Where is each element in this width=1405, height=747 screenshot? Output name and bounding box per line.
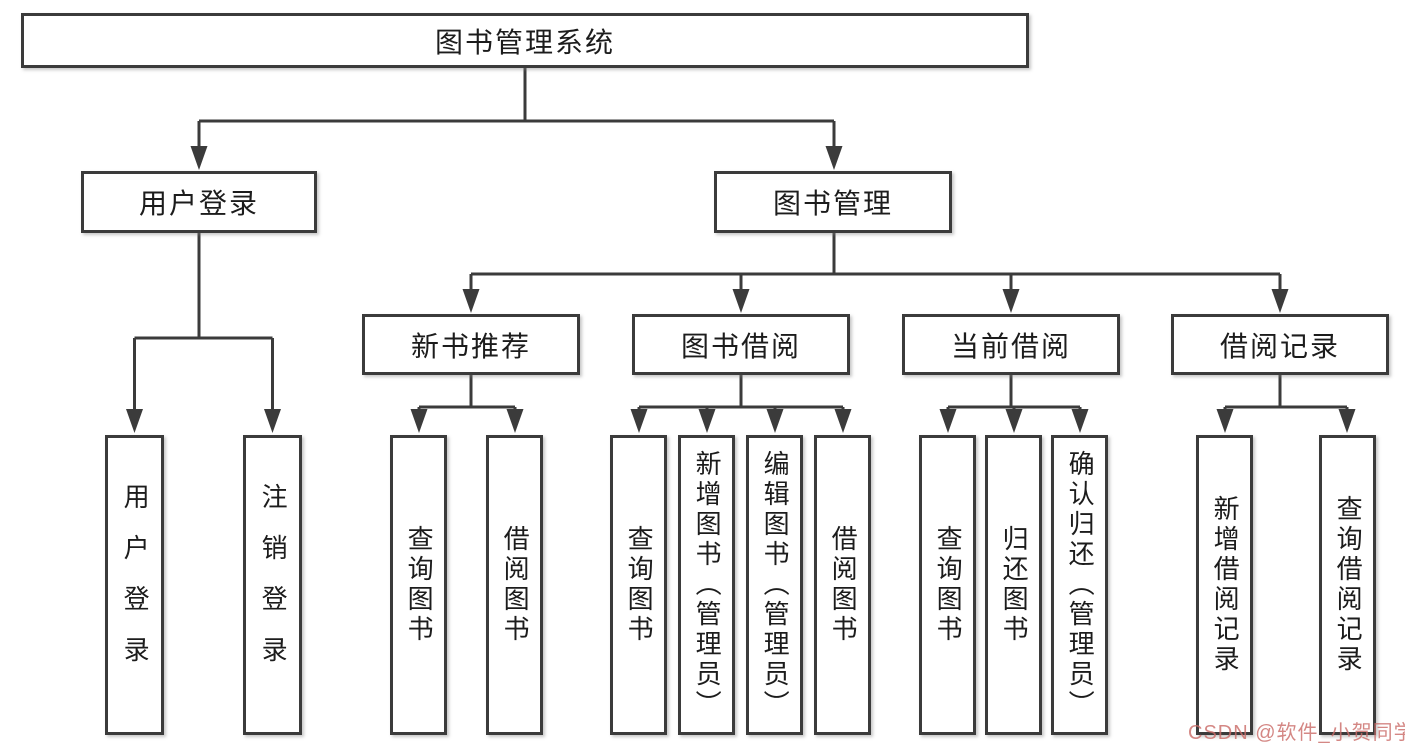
leaf-label: 新增借阅记录	[1210, 495, 1241, 675]
node-label: 图书管理系统	[434, 26, 615, 58]
node-current-borrowing: 当前借阅	[902, 314, 1120, 375]
arrowhead-icon	[834, 409, 852, 433]
arrowhead-icon	[1216, 409, 1234, 433]
arrowhead-icon	[264, 409, 281, 433]
leaf-label: 查询图书	[404, 525, 435, 645]
csdn-watermark: CSDN @软件_小贺同学	[1188, 722, 1405, 744]
leaf-label: 借阅图书	[500, 525, 531, 645]
arrowhead-icon	[732, 289, 750, 313]
leaf-label: 注销登录	[258, 483, 289, 687]
leaf-user-login: 用户登录	[105, 435, 164, 735]
leaf-label: 归还图书	[999, 525, 1030, 645]
node-label: 当前借阅	[950, 330, 1071, 362]
arrowheads	[126, 146, 1356, 433]
arrowhead-icon	[1005, 409, 1023, 433]
leaf-add-book-admin: 新增图书（管理员）	[678, 435, 735, 735]
arrowhead-icon	[462, 289, 480, 313]
arrowhead-icon	[939, 409, 957, 433]
leaf-label: 借阅图书	[828, 525, 859, 645]
node-label: 图书借阅	[680, 330, 801, 362]
leaf-edit-book-admin: 编辑图书（管理员）	[746, 435, 803, 735]
arrowhead-icon	[126, 409, 143, 433]
node-book-borrowing: 图书借阅	[632, 314, 850, 375]
leaf-add-borrow-record: 新增借阅记录	[1196, 435, 1253, 735]
leaf-query-borrow-record: 查询借阅记录	[1319, 435, 1376, 735]
arrowhead-icon	[766, 409, 784, 433]
leaf-label: 查询图书	[624, 525, 655, 645]
arrowhead-icon	[825, 146, 843, 170]
arrowhead-icon	[506, 409, 524, 433]
node-library-management-system: 图书管理系统	[21, 13, 1029, 68]
leaf-label: 确认归还（管理员）	[1065, 450, 1096, 720]
arrowhead-icon	[1338, 409, 1356, 433]
node-label: 图书管理	[772, 188, 893, 219]
leaf-borrow-books: 借阅图书	[814, 435, 871, 735]
node-label: 借阅记录	[1219, 330, 1340, 362]
arrowhead-icon	[1271, 289, 1289, 313]
node-borrowing-records: 借阅记录	[1171, 314, 1389, 375]
leaf-query-books-borrowing: 查询图书	[610, 435, 667, 735]
leaf-borrow-books-recommend: 借阅图书	[486, 435, 543, 735]
edge-newbook-to-leaves	[417, 375, 517, 411]
arrowhead-icon	[1002, 289, 1020, 313]
leaf-query-books-current: 查询图书	[919, 435, 976, 735]
arrowhead-icon	[190, 146, 208, 170]
node-new-book-recommendation: 新书推荐	[362, 314, 580, 375]
leaf-query-books-recommend: 查询图书	[390, 435, 447, 735]
node-label: 新书推荐	[410, 330, 531, 362]
leaf-label: 编辑图书（管理员）	[760, 450, 791, 720]
leaf-logout: 注销登录	[243, 435, 302, 735]
arrowhead-icon	[410, 409, 428, 433]
edge-records-to-leaves	[1223, 375, 1349, 411]
arrowhead-icon	[698, 409, 716, 433]
edge-root-to-level2	[197, 68, 836, 148]
node-user-login: 用户登录	[81, 171, 317, 233]
node-label: 用户登录	[138, 188, 259, 219]
leaf-label: 查询借阅记录	[1333, 495, 1364, 675]
leaf-return-books: 归还图书	[985, 435, 1042, 735]
edge-userlogin-to-leaves	[133, 233, 274, 411]
node-book-management: 图书管理	[714, 171, 952, 233]
arrowhead-icon	[1071, 409, 1089, 433]
edge-bookmgmt-to-level3	[469, 233, 1282, 291]
arrowhead-icon	[630, 409, 648, 433]
leaf-label: 用户登录	[120, 483, 151, 687]
leaf-confirm-return-admin: 确认归还（管理员）	[1051, 435, 1108, 735]
edge-borrowing-to-leaves	[637, 375, 845, 411]
leaf-label: 新增图书（管理员）	[692, 450, 723, 720]
leaf-label: 查询图书	[933, 525, 964, 645]
edge-current-to-leaves	[946, 375, 1082, 411]
